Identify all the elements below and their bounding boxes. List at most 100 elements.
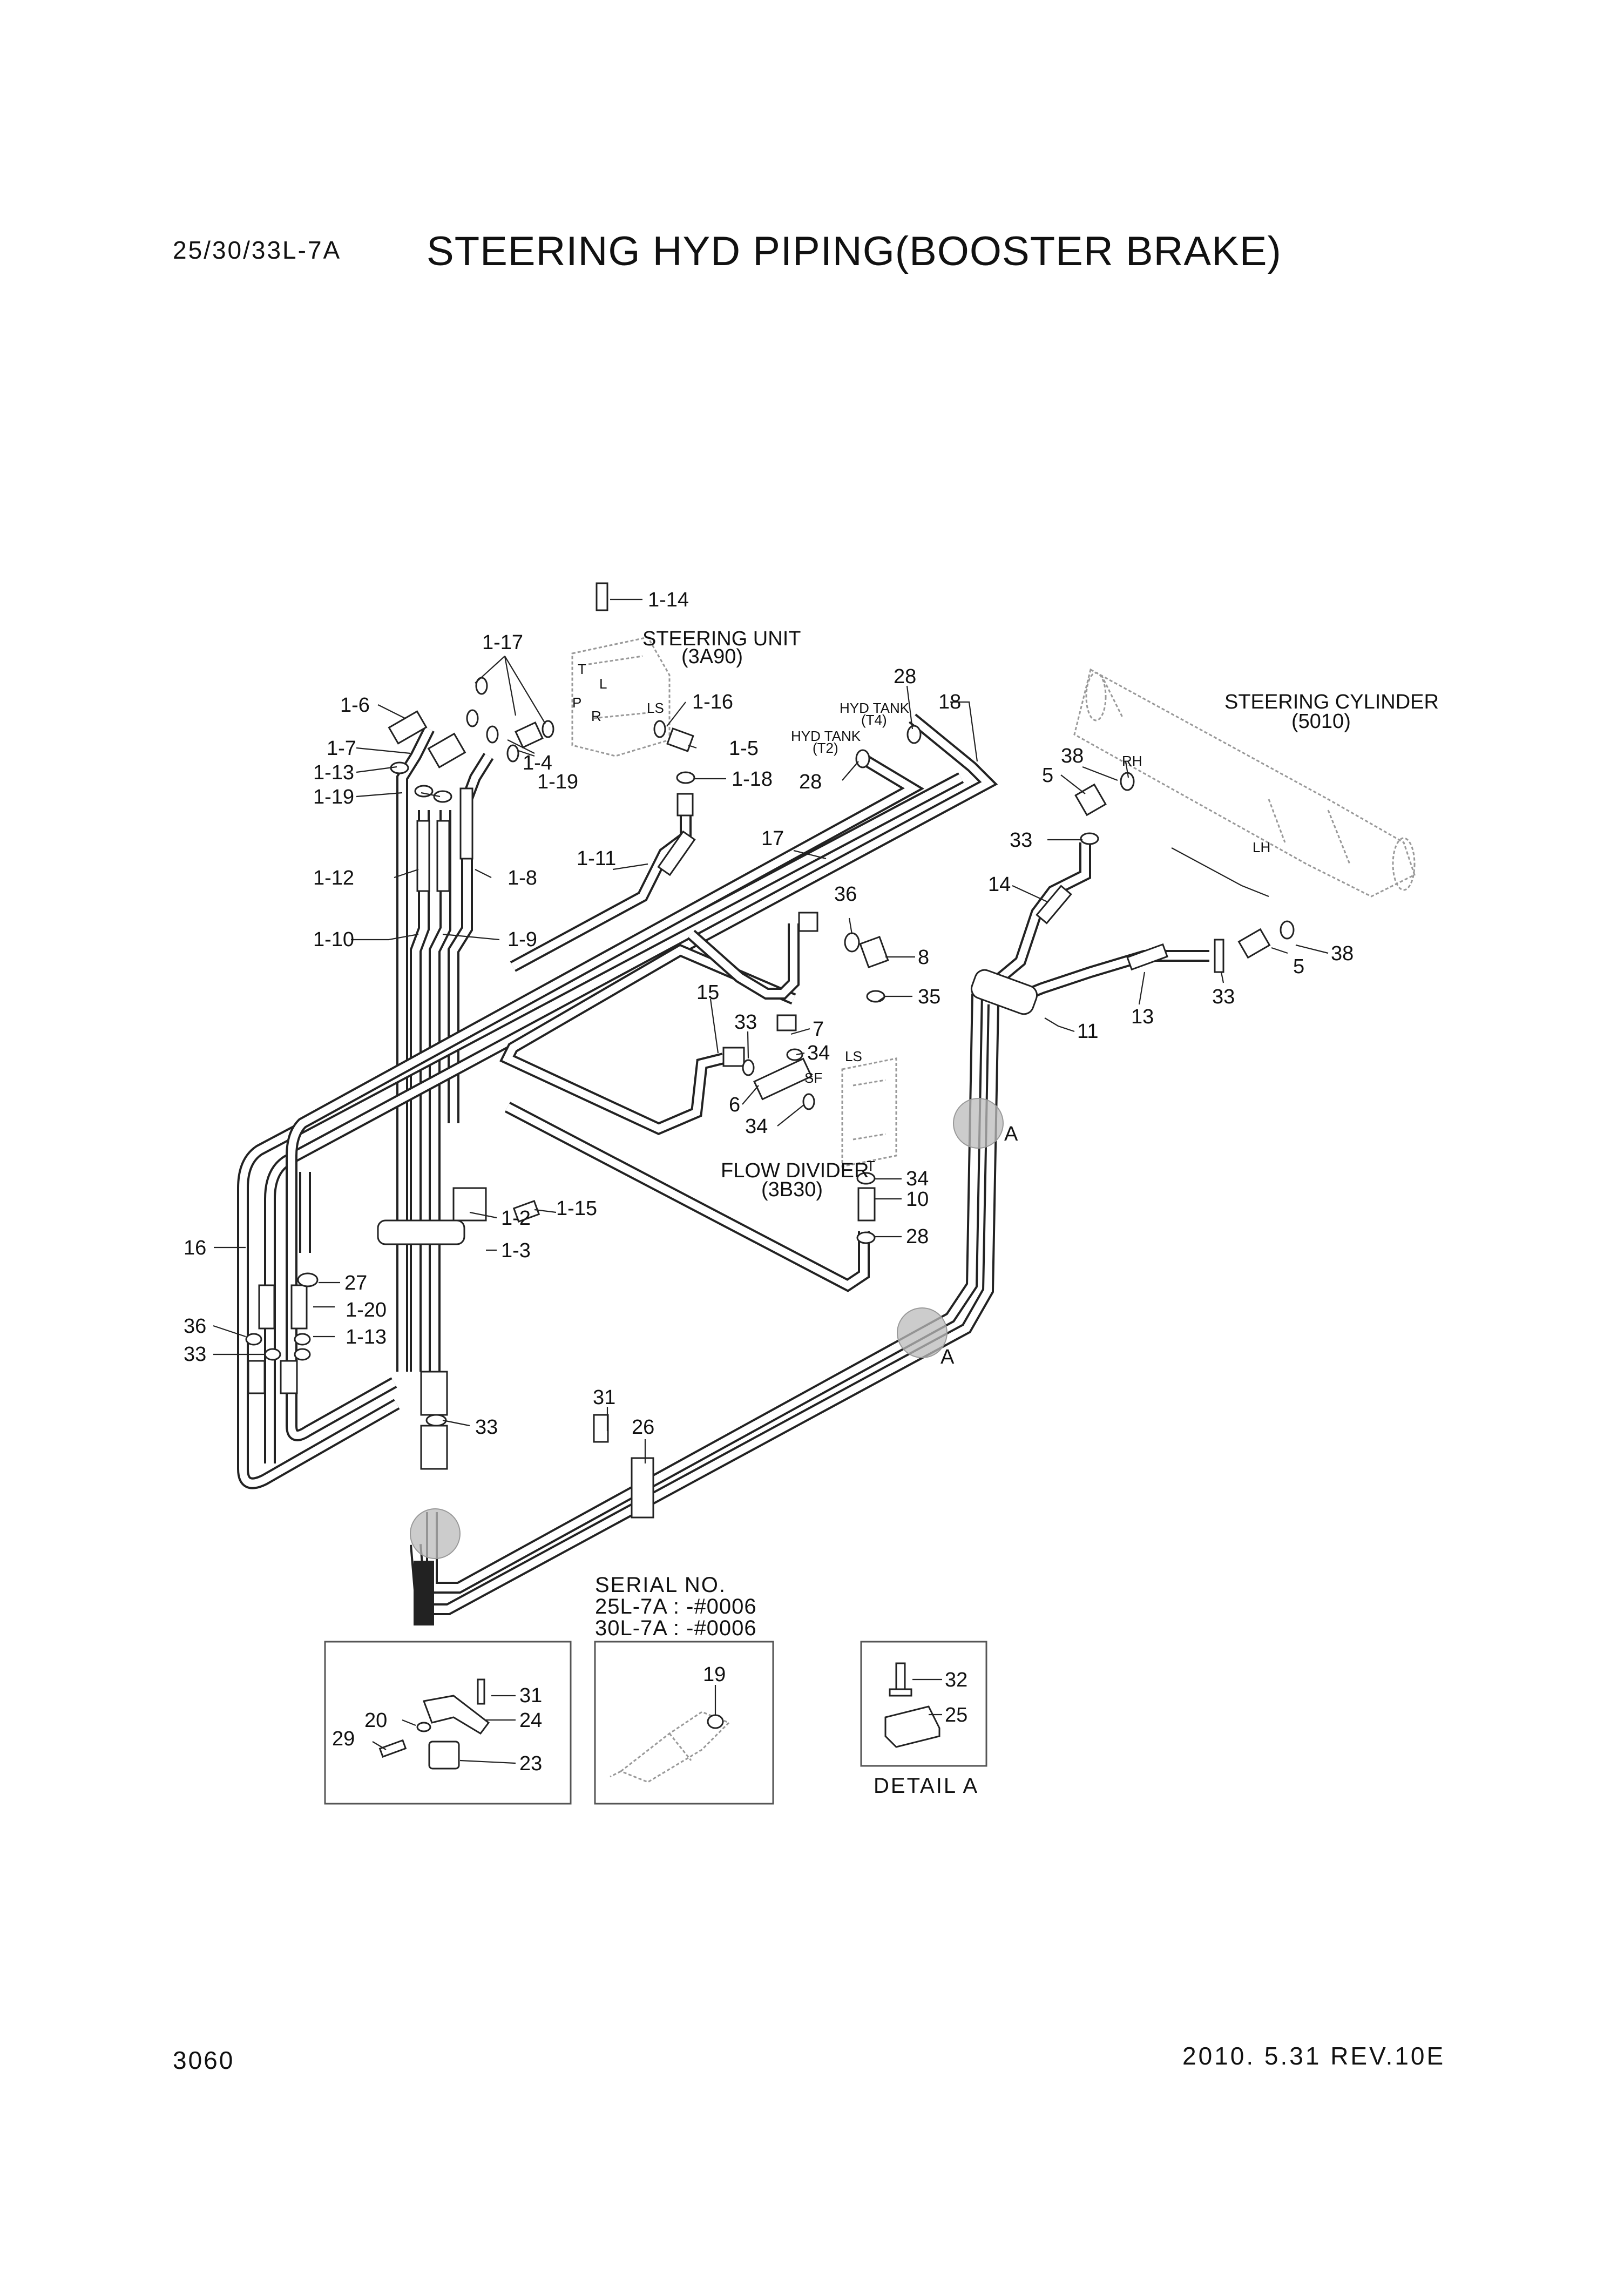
cylinder-rh-label: RH (1122, 753, 1142, 769)
serial-line-2: 30L-7A : -#0006 (595, 1616, 757, 1640)
part-label: 28 (894, 665, 916, 688)
fd-port-ls-label: LS (845, 1048, 862, 1064)
part-label: 1-14 (648, 589, 689, 611)
part-label: 31 (519, 1684, 542, 1707)
model-number: 25/30/33L-7A (173, 236, 342, 264)
part-label: 1-12 (313, 867, 354, 889)
part-label: 29 (332, 1728, 355, 1750)
cylinder-lh-label: LH (1253, 839, 1270, 855)
part-label: 36 (184, 1315, 206, 1338)
part-label: 33 (1010, 829, 1032, 852)
part-label: 33 (734, 1011, 757, 1034)
part-label: 7 (813, 1018, 824, 1041)
port-t-label: T (578, 661, 586, 677)
part-label: 1-6 (340, 694, 370, 717)
flow-divider-label: FLOW DIVIDER (721, 1159, 869, 1182)
serial-block: SERIAL NO. 25L-7A : -#0006 30L-7A : -#00… (595, 1573, 757, 1640)
hyd-tank-t4-label: HYD TANK (840, 700, 910, 716)
part-label: 28 (906, 1225, 929, 1248)
part-label: 13 (1131, 1006, 1154, 1028)
part-label: 23 (519, 1752, 542, 1775)
steering-unit-label: STEERING UNIT (642, 628, 801, 650)
part-label: 5 (1293, 955, 1304, 978)
black-marker (414, 1561, 434, 1625)
part-label: 19 (703, 1663, 726, 1686)
part-label: 1-5 (729, 737, 759, 760)
part-label: 1-18 (732, 768, 773, 791)
serial-line-1: 25L-7A : -#0006 (595, 1595, 757, 1618)
part-label: 32 (945, 1669, 967, 1691)
part-label: 34 (745, 1115, 768, 1138)
part-label: 35 (918, 986, 940, 1008)
port-ls-label: LS (647, 700, 664, 716)
part-label: 1-13 (313, 761, 354, 784)
inset-left: 31 20 24 29 23 (324, 1641, 572, 1805)
component-labels: STEERING UNIT (3A90) T L P R LS HYD TANK… (572, 628, 1439, 1201)
hyd-tank-t2-code: (T2) (813, 740, 838, 756)
part-label: 11 (1077, 1020, 1098, 1043)
fd-port-t-label: T (867, 1158, 875, 1174)
part-label: 25 (945, 1704, 967, 1726)
part-label: 14 (988, 873, 1011, 896)
hyd-tank-t4-code: (T4) (861, 712, 887, 728)
fittings (247, 582, 1271, 1519)
part-label: 1-11 (577, 847, 616, 870)
part-label: 33 (1212, 986, 1235, 1008)
part-label: 26 (632, 1416, 654, 1439)
part-label: 1-13 (346, 1326, 387, 1348)
hose-sections (416, 787, 1168, 1470)
steering-cylinder-label: STEERING CYLINDER (1224, 691, 1439, 713)
flow-divider-code: (3B30) (761, 1178, 823, 1201)
part-labels: 1-14 1-17 1-6 1-16 1-7 1-5 1-13 1-4 1-19… (184, 589, 1354, 1439)
revision-date: 2010. 5.31 REV.10E (1182, 2042, 1446, 2070)
part-label: 1-8 (508, 867, 537, 889)
fd-port-sf-label: SF (804, 1070, 822, 1086)
hyd-tank-t2-label: HYD TANK (791, 728, 861, 744)
part-label: 16 (184, 1237, 206, 1259)
part-label: 1-9 (508, 928, 537, 951)
part-label: 1-15 (556, 1197, 597, 1220)
part-label: 1-7 (327, 737, 356, 760)
part-label: 27 (344, 1272, 367, 1294)
port-l-label: L (599, 676, 607, 692)
part-label: 1-3 (501, 1239, 531, 1262)
detail-a-ref: A (940, 1346, 955, 1368)
part-label: 33 (184, 1343, 206, 1366)
steering-unit-code: (3A90) (681, 645, 743, 668)
part-label: 17 (761, 827, 784, 850)
page-number: 3060 (173, 2046, 235, 2074)
part-label: 36 (834, 883, 857, 906)
part-label: 38 (1061, 745, 1084, 767)
part-label: 15 (696, 981, 719, 1004)
part-label: 1-17 (482, 631, 523, 654)
part-label: 20 (364, 1709, 387, 1732)
part-label: 10 (906, 1188, 929, 1211)
part-label: 1-20 (346, 1299, 387, 1321)
part-label: 1-19 (313, 786, 354, 808)
part-label: 1-2 (501, 1207, 531, 1230)
part-label: 5 (1042, 764, 1053, 787)
o-rings (245, 677, 1295, 1427)
detail-a-markers (410, 1098, 1004, 1559)
part-label: 8 (918, 946, 929, 969)
part-label: 1-10 (313, 928, 354, 951)
part-label: 1-4 (523, 752, 552, 774)
port-p-label: P (572, 694, 581, 711)
part-label: 38 (1331, 942, 1354, 965)
part-label: 33 (475, 1416, 498, 1439)
steering-unit-ghost (571, 636, 671, 757)
detail-a-caption: DETAIL A (874, 1774, 979, 1798)
part-label: 34 (807, 1042, 830, 1064)
part-label: 1-16 (692, 691, 733, 713)
steering-cylinder-code: (5010) (1291, 710, 1351, 733)
part-label: 18 (938, 691, 961, 713)
flow-divider-ghost (841, 1057, 897, 1168)
inset-detail-a: 32 25 DETAIL A (860, 1641, 987, 1798)
detail-a-ref: A (1004, 1123, 1018, 1145)
part-label: 31 (593, 1386, 615, 1409)
steering-cylinder-ghost (1073, 668, 1416, 898)
part-label: 28 (799, 771, 822, 793)
part-label: 6 (729, 1094, 740, 1116)
part-label: 1-19 (537, 771, 578, 793)
